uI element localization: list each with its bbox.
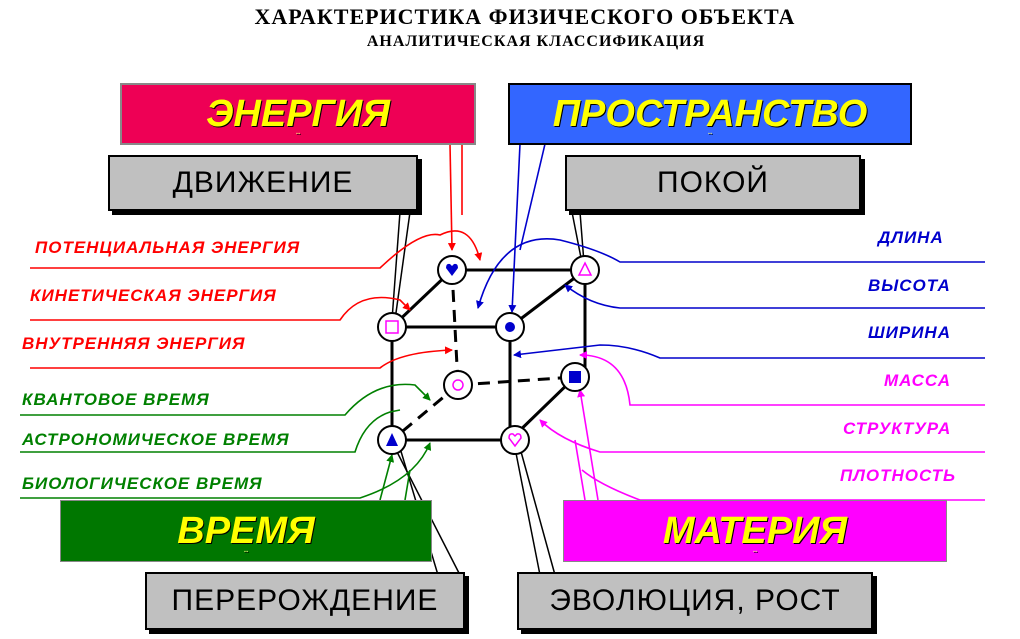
heart-icon xyxy=(446,263,458,276)
matter-mark: ¨ xyxy=(753,550,757,561)
rebirth-box: ПЕРЕРОЖДЕНИЕ xyxy=(145,572,465,630)
matter-item: ПЛОТНОСТЬ xyxy=(840,466,957,485)
matter-item: СТРУКТУРА xyxy=(843,419,952,438)
node-bottom-front-right xyxy=(500,425,530,455)
time-box: ВРЕМЯ ¨ xyxy=(60,500,432,562)
space-label: ПРОСТРАНСТВО xyxy=(552,92,868,135)
matter-label: МАТЕРИЯ xyxy=(662,509,848,552)
ring-icon xyxy=(452,379,464,391)
filled-square-icon xyxy=(569,371,581,383)
energy-mark: ¨ xyxy=(296,132,300,143)
energy-label: ЭНЕРГИЯ xyxy=(206,92,390,135)
filled-triangle-icon xyxy=(386,433,398,446)
time-label: ВРЕМЯ xyxy=(177,509,315,552)
node-top-back-right xyxy=(570,255,600,285)
motion-box: ДВИЖЕНИЕ xyxy=(108,155,418,211)
space-item: ВЫСОТА xyxy=(868,276,951,295)
evolution-box: ЭВОЛЮЦИЯ, РОСТ xyxy=(517,572,873,630)
diagram-subtitle: АНАЛИТИЧЕСКАЯ КЛАССИФИКАЦИЯ xyxy=(366,33,706,50)
space-item: ДЛИНА xyxy=(878,228,944,247)
diagram-title: ХАРАКТЕРИСТИКА ФИЗИЧЕСКОГО ОБЪЕКТА xyxy=(254,4,796,29)
heart-outline-icon xyxy=(508,433,522,448)
time-item: КВАНТОВОЕ ВРЕМЯ xyxy=(22,390,210,409)
energy-item: ПОТЕНЦИАЛЬНАЯ ЭНЕРГИЯ xyxy=(35,238,301,257)
square-icon xyxy=(385,320,399,334)
space-item: ШИРИНА xyxy=(868,323,951,342)
time-mark: ¨ xyxy=(244,550,248,561)
time-item: АСТРОНОМИЧЕСКОЕ ВРЕМЯ xyxy=(22,430,290,449)
circle-dot-icon xyxy=(505,322,515,332)
cube-hidden-edges xyxy=(391,269,576,442)
energy-box: ЭНЕРГИЯ ¨ xyxy=(120,83,476,145)
energy-item: КИНЕТИЧЕСКАЯ ЭНЕРГИЯ xyxy=(30,286,277,305)
node-top-front-left xyxy=(377,312,407,342)
node-bottom-back-left xyxy=(443,370,473,400)
triangle-icon xyxy=(577,261,593,276)
energy-item: ВНУТРЕННЯЯ ЭНЕРГИЯ xyxy=(22,334,246,353)
space-box: ПРОСТРАНСТВО ¨ xyxy=(508,83,912,145)
matter-box: МАТЕРИЯ ¨ xyxy=(563,500,947,562)
time-item: БИОЛОГИЧЕСКОЕ ВРЕМЯ xyxy=(22,474,263,493)
space-mark: ¨ xyxy=(708,132,712,143)
matter-item: МАССА xyxy=(884,371,951,390)
rest-box: ПОКОЙ xyxy=(565,155,861,211)
